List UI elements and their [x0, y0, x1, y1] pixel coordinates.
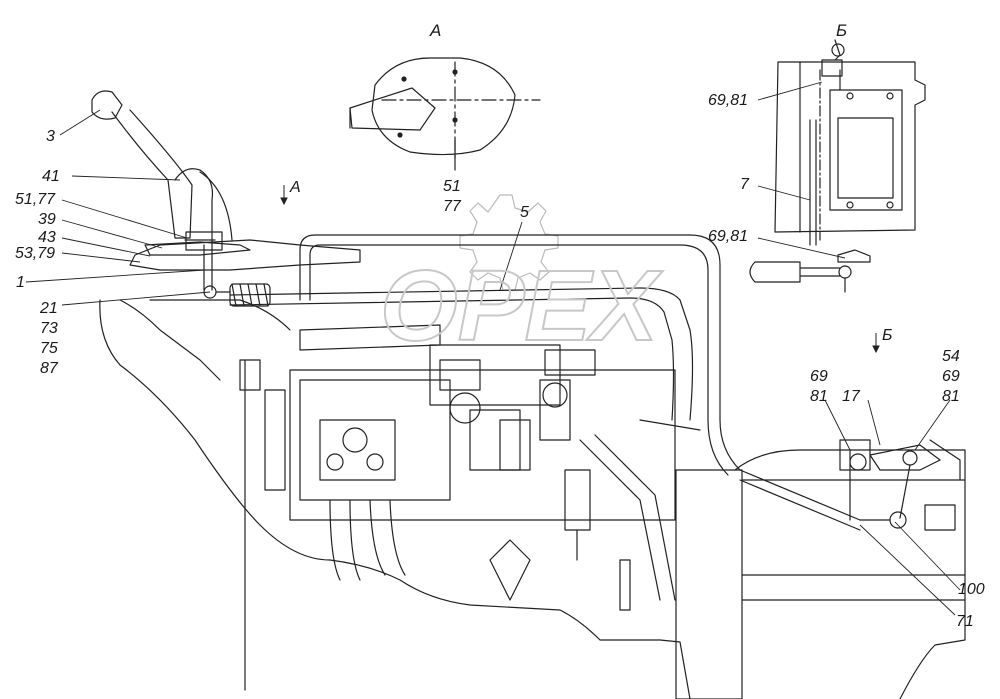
gear-outline: [459, 194, 559, 291]
callout-69-left: 69: [810, 368, 828, 385]
callout-81-right: 81: [942, 388, 960, 405]
view-b-title: Б: [836, 21, 848, 40]
pipe-loops: [229, 234, 741, 476]
callout-21: 21: [40, 300, 58, 317]
callout-69-81-top: 69,81: [708, 92, 749, 109]
callout-51-77: 51,77: [15, 191, 56, 208]
callout-69-right: 69: [942, 368, 960, 385]
callout-77: 77: [443, 198, 461, 215]
shift-linkage-right: [739, 439, 961, 531]
leader-lines: [25, 81, 961, 616]
callout-81-left: 81: [810, 388, 828, 405]
callout-54: 54: [942, 348, 960, 365]
view-arrows: [280, 185, 880, 354]
callout-17: 17: [842, 388, 860, 405]
callout-71: 71: [956, 613, 974, 630]
gear-lever: [91, 90, 233, 291]
view-b-arrow-label: Б: [882, 327, 893, 344]
callout-39: 39: [38, 211, 56, 228]
engine-block: [289, 324, 701, 611]
callout-53-79: 53,79: [15, 245, 56, 262]
callout-1: 1: [16, 274, 25, 291]
engine-outline: [99, 299, 966, 699]
callout-43: 43: [38, 229, 56, 246]
callout-75: 75: [40, 340, 58, 357]
callout-87: 87: [40, 360, 58, 377]
callout-41: 41: [42, 168, 60, 185]
callout-5: 5: [520, 204, 529, 221]
view-a-inset: [349, 57, 541, 171]
callout-7: 7: [740, 176, 749, 193]
view-b-inset: [749, 39, 926, 293]
view-a-arrow-label: А: [290, 179, 301, 196]
cab-floor-housing: [119, 231, 361, 691]
callout-51: 51: [443, 178, 461, 195]
callout-100: 100: [958, 581, 985, 598]
callout-73: 73: [40, 320, 58, 337]
view-a-title: А: [430, 21, 442, 40]
callout-3: 3: [46, 128, 55, 145]
shift-rod-left: [203, 283, 271, 307]
callout-69-81-mid: 69,81: [708, 228, 749, 245]
